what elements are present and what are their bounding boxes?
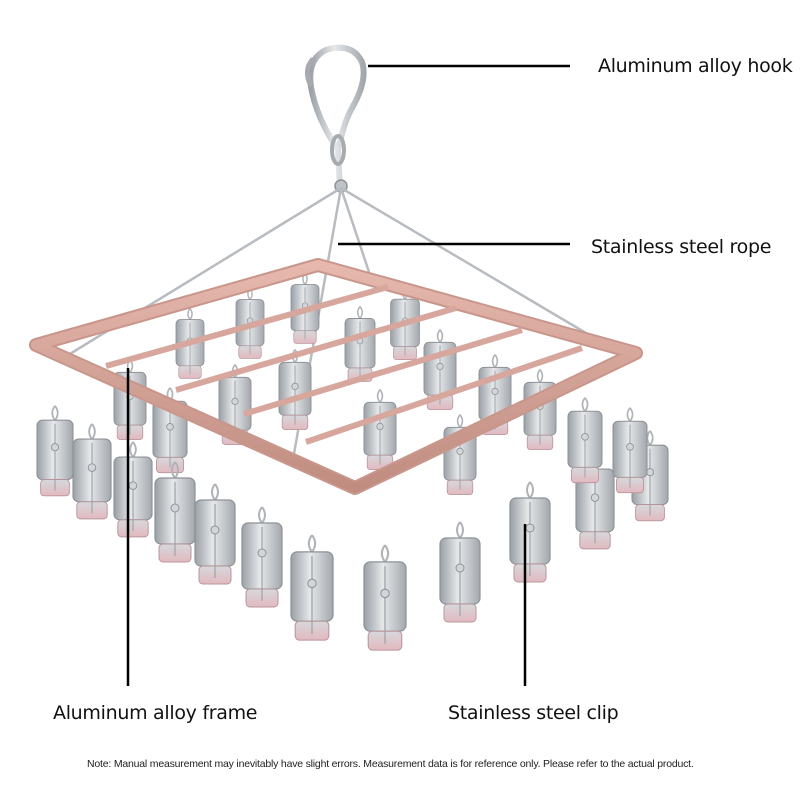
clip [72,423,112,520]
front-clips [36,397,669,651]
clip [439,521,481,623]
clip [363,544,407,651]
clip [290,534,334,641]
measurement-note: Note: Manual measurement may inevitably … [87,758,694,770]
clip [509,481,551,583]
rope-label: Stainless steel rope [591,236,772,258]
clip [612,407,648,494]
leader-lines [126,64,570,686]
clip-label: Stainless steel clip [448,702,619,724]
clip [36,405,74,497]
clip [278,349,312,431]
clip [363,389,397,471]
clip [113,441,153,538]
clip [344,306,376,382]
hook [304,44,367,193]
clip [567,397,603,484]
clip [154,461,196,563]
clip [241,506,283,608]
clip [194,483,236,585]
hook-label: Aluminum alloy hook [598,55,793,77]
frame-label: Aluminum alloy frame [53,702,258,724]
clip [575,453,615,550]
frame [29,258,643,495]
